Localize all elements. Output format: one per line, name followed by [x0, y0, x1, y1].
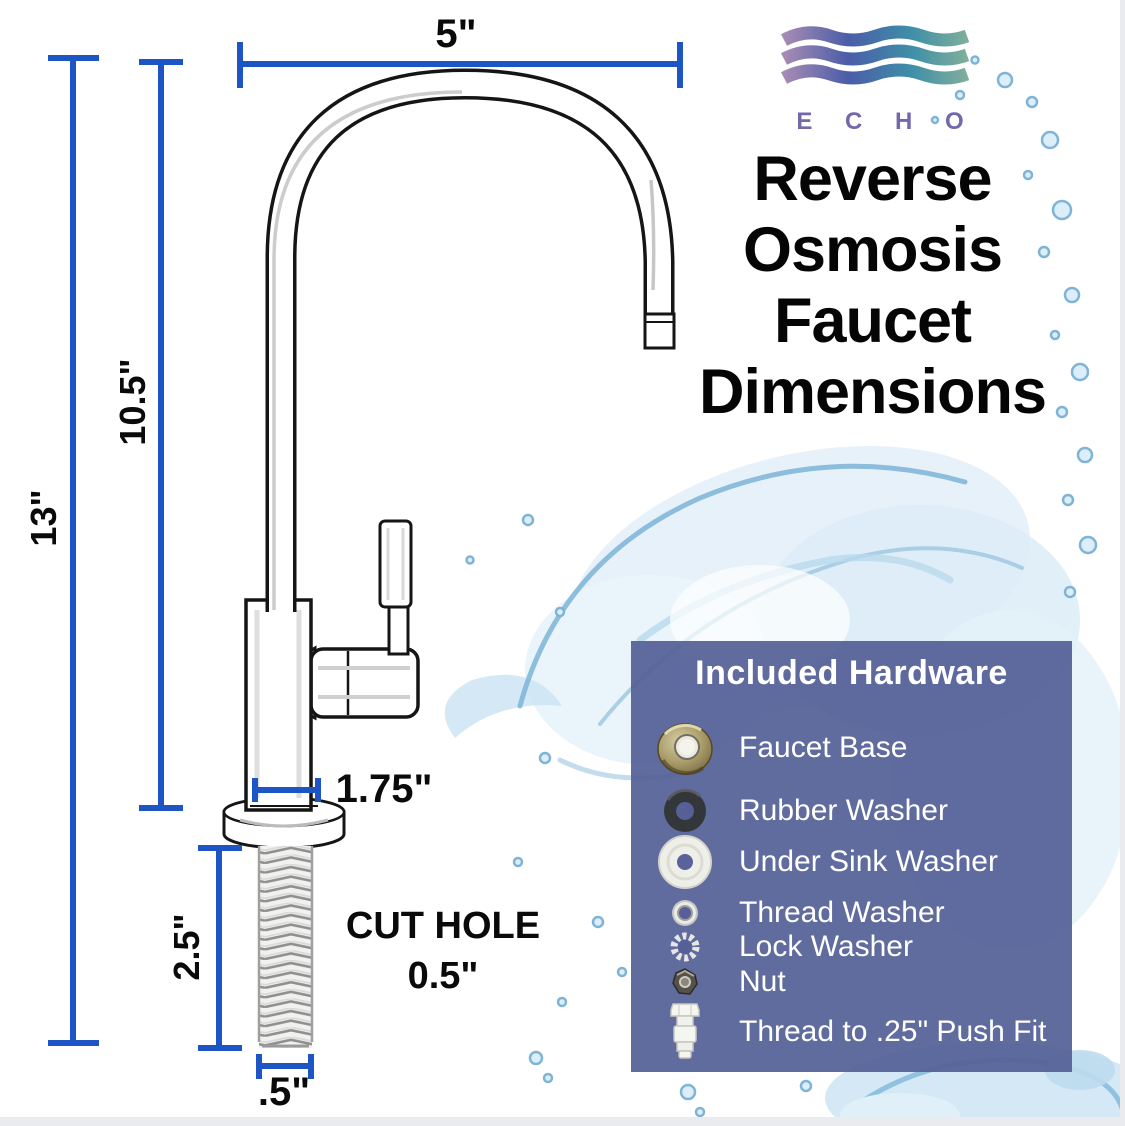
hardware-item-label: Rubber Washer: [739, 794, 948, 827]
dim-spout-width-label: 5": [435, 12, 477, 56]
push-fit-icon: [631, 1002, 739, 1062]
dimension-lines: [48, 42, 683, 1079]
dim-base-width-label: 1.75": [335, 767, 433, 811]
under-sink-washer-icon: [631, 834, 739, 890]
cut-hole-line1: CUT HOLE: [345, 905, 541, 947]
echo-logo-waves-icon: [780, 25, 970, 85]
dim-thread-length-label: 2.5": [166, 913, 207, 981]
nut-icon: [631, 968, 739, 996]
title-line-1: Reverse: [753, 144, 992, 214]
thread-washer-icon: [631, 898, 739, 928]
faucet-drawing: [222, 68, 676, 1048]
hardware-item-label: Under Sink Washer: [739, 845, 998, 878]
hardware-item-label: Thread to .25" Push Fit: [739, 1015, 1047, 1048]
hardware-item-label: Nut: [739, 965, 786, 998]
dim-total-height-label: 13": [23, 489, 64, 547]
page-edge-bottom: [0, 1117, 1125, 1126]
dim-spout-height-label: 10.5": [112, 358, 153, 446]
cut-hole-note: CUT HOLE 0.5": [346, 901, 540, 1001]
echo-brand-wordmark: E C H O: [796, 108, 977, 135]
hardware-item-label: Thread Washer: [739, 896, 945, 929]
hardware-item-thread-washer: Thread Washer: [631, 896, 1072, 929]
title-line-3: Faucet: [773, 286, 972, 356]
hardware-item-nut: Nut: [631, 965, 1072, 999]
faucet-base-icon: [631, 716, 739, 780]
hardware-item-label: Faucet Base: [739, 731, 908, 764]
rubber-washer-icon: [631, 788, 739, 834]
title-line-2: Osmosis: [742, 215, 1003, 285]
title-line-4: Dimensions: [698, 357, 1047, 427]
hardware-panel-title: Included Hardware: [695, 654, 1008, 692]
dim-thread-width-label: .5": [257, 1070, 311, 1114]
page-title: Reverse Osmosis Faucet Dimensions: [620, 144, 1125, 428]
hardware-item-rubber-washer: Rubber Washer: [631, 788, 1072, 834]
hardware-item-lock-washer: Lock Washer: [631, 930, 1072, 963]
hardware-item-push-fit: Thread to .25" Push Fit: [631, 1001, 1072, 1063]
lock-washer-icon: [631, 931, 739, 963]
included-hardware-panel: Included Hardware Faucet Base: [631, 641, 1072, 1072]
hardware-item-under-sink-washer: Under Sink Washer: [631, 835, 1072, 889]
page-edge-right: [1120, 0, 1125, 1126]
cut-hole-line2: 0.5": [407, 955, 479, 997]
hardware-item-label: Lock Washer: [739, 930, 913, 963]
hardware-item-faucet-base: Faucet Base: [631, 715, 1072, 781]
